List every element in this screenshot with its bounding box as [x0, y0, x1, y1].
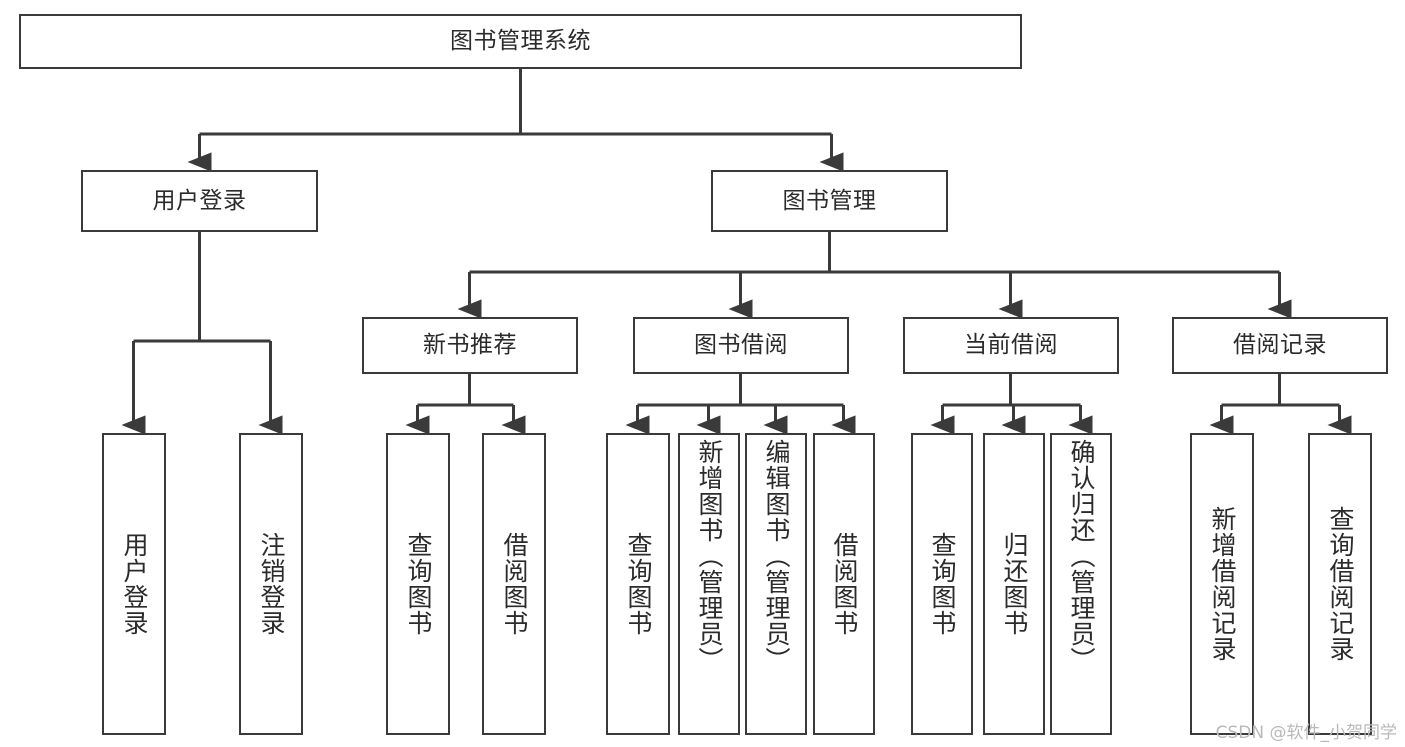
node-leaf-user-logout[interactable]: 注销登录 [239, 433, 303, 735]
node-current-borrow[interactable]: 当前借阅 [903, 317, 1119, 374]
node-leaf-query-book-rec-label: 查询图书 [404, 532, 433, 636]
node-leaf-query-book-current-label: 查询图书 [928, 532, 957, 636]
node-new-book-rec[interactable]: 新书推荐 [362, 317, 578, 374]
node-leaf-query-borrow-record-label: 查询借阅记录 [1326, 506, 1355, 662]
node-leaf-return-book[interactable]: 归还图书 [983, 433, 1045, 735]
node-leaf-add-book-admin[interactable]: 新增图书（管理员） [678, 433, 740, 735]
node-leaf-borrow-book-rec[interactable]: 借阅图书 [482, 433, 546, 735]
node-leaf-confirm-return-admin[interactable]: 确认归还（管理员） [1050, 433, 1112, 735]
node-leaf-user-logout-label: 注销登录 [257, 532, 286, 636]
node-leaf-user-login[interactable]: 用户登录 [102, 433, 166, 735]
node-root[interactable]: 图书管理系统 [19, 14, 1022, 69]
node-current-borrow-label: 当前借阅 [964, 332, 1058, 359]
node-leaf-query-borrow-record[interactable]: 查询借阅记录 [1308, 433, 1372, 735]
node-leaf-add-borrow-record-label: 新增借阅记录 [1208, 506, 1237, 662]
node-borrow-record-label: 借阅记录 [1233, 332, 1327, 359]
node-root-label: 图书管理系统 [450, 28, 591, 55]
node-leaf-query-book-current[interactable]: 查询图书 [911, 433, 973, 735]
node-user-login[interactable]: 用户登录 [81, 170, 318, 232]
node-leaf-confirm-return-admin-label: 确认归还（管理员） [1067, 439, 1096, 673]
node-leaf-add-book-admin-label: 新增图书（管理员） [695, 439, 724, 673]
node-new-book-rec-label: 新书推荐 [423, 332, 517, 359]
node-leaf-user-login-label: 用户登录 [120, 532, 149, 636]
node-borrow-record[interactable]: 借阅记录 [1172, 317, 1388, 374]
node-book-manage[interactable]: 图书管理 [711, 170, 948, 232]
node-leaf-borrow-book[interactable]: 借阅图书 [813, 433, 875, 735]
node-leaf-borrow-book-label: 借阅图书 [830, 532, 859, 636]
node-book-borrow-label: 图书借阅 [694, 332, 788, 359]
node-leaf-return-book-label: 归还图书 [1000, 532, 1029, 636]
node-leaf-query-book-borrow[interactable]: 查询图书 [606, 433, 670, 735]
node-leaf-query-book-rec[interactable]: 查询图书 [386, 433, 450, 735]
node-leaf-edit-book-admin[interactable]: 编辑图书（管理员） [745, 433, 807, 735]
node-leaf-borrow-book-rec-label: 借阅图书 [500, 532, 529, 636]
node-leaf-query-book-borrow-label: 查询图书 [624, 532, 653, 636]
node-leaf-edit-book-admin-label: 编辑图书（管理员） [762, 439, 791, 673]
node-user-login-label: 用户登录 [152, 187, 247, 214]
node-leaf-add-borrow-record[interactable]: 新增借阅记录 [1190, 433, 1254, 735]
node-book-borrow[interactable]: 图书借阅 [633, 317, 849, 374]
watermark-text: CSDN @软件_小贺同学 [1215, 723, 1397, 743]
node-book-manage-label: 图书管理 [782, 187, 877, 214]
